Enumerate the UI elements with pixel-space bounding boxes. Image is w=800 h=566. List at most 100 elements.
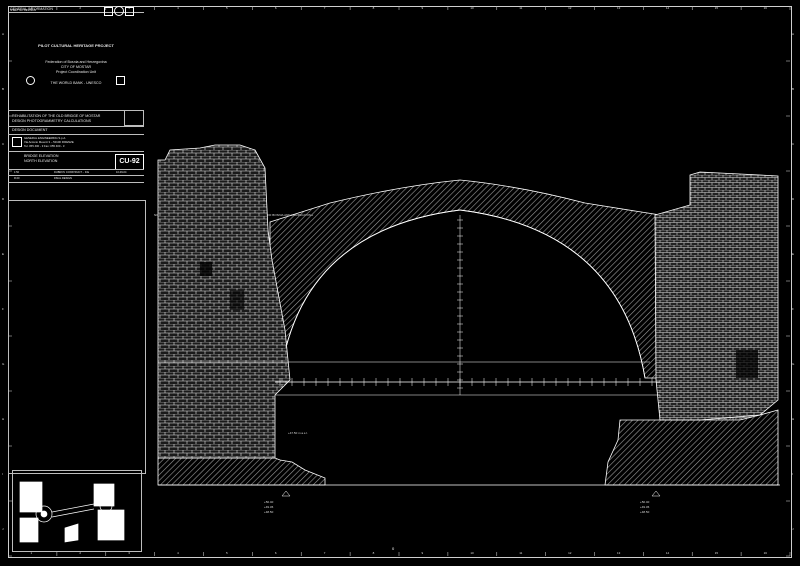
unesco-temple-icon bbox=[116, 76, 125, 85]
grid-label-top-14: 14 bbox=[665, 6, 670, 10]
grid-label-left-J: J bbox=[2, 526, 4, 531]
left-marks-0: +50.40 bbox=[264, 500, 274, 504]
grid-label-bottom-8: 8 bbox=[372, 551, 375, 555]
right-marks-0: +50.40 bbox=[640, 500, 650, 504]
grid-label-right-H: H bbox=[792, 416, 795, 421]
key-plan-sketch bbox=[19, 481, 125, 543]
arch-intrados bbox=[279, 209, 646, 379]
grid-label-left-D: D bbox=[2, 196, 5, 201]
company-name: GENERAL ENGINEERING S.p.A. bbox=[24, 136, 67, 140]
row-rev: R.00 bbox=[14, 177, 20, 180]
grid-label-top-2: 2 bbox=[79, 6, 81, 10]
row-code: DUBROV CONSTRUCT. - ICE bbox=[54, 171, 90, 174]
city-name: CITY OF MOSTAR bbox=[60, 65, 92, 69]
grid-label-bottom-16: 16 bbox=[763, 551, 767, 555]
company-address: Via Antonio Meucci 3 – 50100 FIRENZE bbox=[24, 140, 74, 144]
grid-label-bottom-11: 11 bbox=[519, 551, 523, 555]
grid-label-bottom-12: 12 bbox=[568, 551, 572, 555]
emblem-icon bbox=[114, 6, 124, 16]
document-type: DESIGN DOCUMENT bbox=[12, 128, 48, 132]
grid-label-top-12: 12 bbox=[568, 6, 572, 10]
grid-label-bottom-3: 3 bbox=[128, 551, 130, 555]
grid-label-top-16: 16 bbox=[763, 6, 767, 10]
grid-label-left-B: B bbox=[2, 86, 5, 91]
company-logo-icon bbox=[12, 137, 22, 147]
grid-label-right-J: J bbox=[792, 526, 794, 531]
row-date: 10-09-04 bbox=[116, 171, 127, 174]
grid-label-top-10: 10 bbox=[470, 6, 474, 10]
key-plan-frame bbox=[12, 470, 142, 552]
grid-label-top-5: 5 bbox=[225, 6, 228, 10]
right-marks-2: +48.50 bbox=[640, 510, 650, 514]
right-marks-1: +49.36 bbox=[640, 505, 650, 509]
right-level-marker bbox=[651, 490, 661, 497]
grid-label-top-1: 1 bbox=[30, 6, 33, 10]
grid-label-right-B: B bbox=[792, 86, 795, 91]
logo-square-icon bbox=[104, 7, 113, 16]
client-note-1: GENERAL INFORMATION bbox=[10, 7, 53, 11]
grid-label-top-11: 11 bbox=[519, 6, 523, 10]
left-level-marker bbox=[281, 490, 291, 497]
grid-label-bottom-5: 5 bbox=[225, 551, 228, 555]
grid-label-top-15: 15 bbox=[714, 6, 719, 10]
left-elevation-label: +47.50 m a.s.l. bbox=[288, 431, 308, 435]
grid-label-top-3: 3 bbox=[128, 6, 130, 10]
sponsors: THE WORLD BANK - UNESCO bbox=[50, 81, 102, 85]
coordination-unit: Project Coordination Unit bbox=[56, 70, 96, 74]
grid-label-top-6: 6 bbox=[274, 6, 277, 10]
grid-label-right-F: F bbox=[792, 306, 794, 311]
right-tower bbox=[654, 171, 779, 421]
project-title: PILOT CULTURAL HERITAGE PROJECT bbox=[38, 43, 114, 48]
grid-label-left-F: F bbox=[2, 306, 4, 311]
grid-label-bottom-6: 6 bbox=[274, 551, 277, 555]
grid-label-right-E: E bbox=[792, 251, 795, 256]
federation-name: Federation of Bosnia and Herzegovina bbox=[45, 60, 107, 64]
grid-label-top-8: 8 bbox=[372, 6, 375, 10]
title-block: GENERAL INFORMATION SHEET NO. REVISION P… bbox=[8, 6, 144, 196]
grid-label-left-I: I bbox=[2, 471, 3, 476]
left-marks-2: +48.50 bbox=[264, 510, 274, 514]
left-riverbank bbox=[157, 457, 326, 486]
grid-label-left-G: G bbox=[2, 361, 5, 366]
grid-label-bottom-2: 2 bbox=[79, 551, 81, 555]
grid-label-left-E: E bbox=[2, 251, 5, 256]
grid-label-right-A: A bbox=[792, 31, 795, 36]
left-marks-1: +49.36 bbox=[264, 505, 274, 509]
grid-label-left-H: H bbox=[2, 416, 5, 421]
row-phase: FINAL DESIGN bbox=[54, 177, 72, 180]
grid-label-left-A: A bbox=[2, 31, 5, 36]
grid-label-bottom-9: 9 bbox=[421, 551, 424, 555]
right-dark-patch bbox=[736, 350, 758, 378]
grid-label-right-I: I bbox=[792, 471, 793, 476]
unesco-logo-icon bbox=[125, 7, 134, 16]
world-bank-logo-icon bbox=[26, 76, 35, 85]
grid-label-bottom-7: 7 bbox=[323, 551, 326, 555]
client-note-2: SHEET NO. REVISION bbox=[10, 9, 37, 12]
left-dark-patch-2 bbox=[230, 290, 244, 310]
grid-label-bottom-4: 4 bbox=[177, 551, 179, 555]
grid-label-right-G: G bbox=[792, 361, 795, 366]
left-tower bbox=[157, 144, 291, 459]
company-phone: Tel. 055 400 - 3 Fax: 055 400 - 3 bbox=[24, 144, 65, 148]
grid-label-top-9: 9 bbox=[421, 6, 424, 10]
grid-label-top-7: 7 bbox=[323, 6, 326, 10]
bridge-arch bbox=[269, 179, 661, 379]
map-icon bbox=[124, 110, 144, 126]
bottom-scale-label: 0 bbox=[392, 546, 395, 551]
grid-label-left-C: C bbox=[2, 141, 5, 146]
notes-panel bbox=[8, 200, 146, 474]
grid-label-top-4: 4 bbox=[177, 6, 179, 10]
drawing-title-line-1: REHABILITATION OF THE OLD BRIDGE OF MOST… bbox=[12, 114, 101, 118]
left-dark-patch bbox=[200, 262, 212, 276]
grid-label-bottom-1: 1 bbox=[30, 551, 33, 555]
view-title-2: NORTH ELEVATION bbox=[24, 159, 58, 163]
grid-label-top-13: 13 bbox=[616, 6, 621, 10]
grid-label-right-C: C bbox=[792, 141, 795, 146]
grid-label-right-D: D bbox=[792, 196, 795, 201]
right-riverbank bbox=[604, 409, 779, 486]
drawing-title-line-2: DESIGN PHOTOGRAMMETRY CALCULATIONS bbox=[12, 119, 92, 123]
grid-label-bottom-15: 15 bbox=[714, 551, 719, 555]
